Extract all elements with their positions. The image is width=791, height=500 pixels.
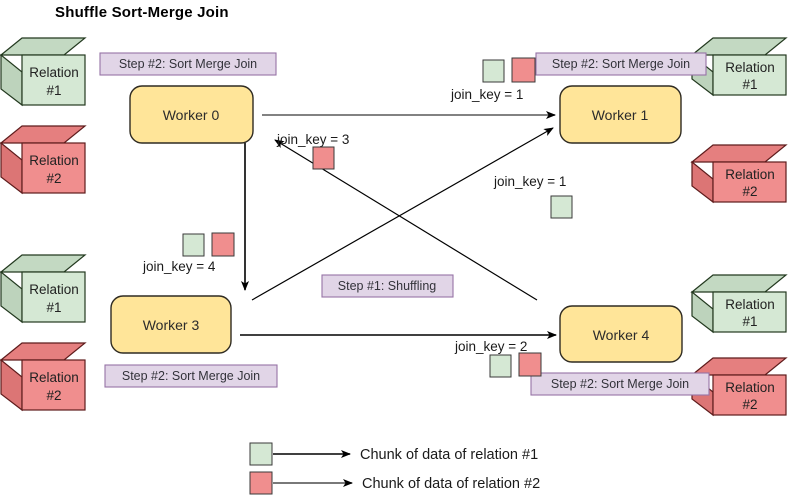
arrow-diagonal-to-worker1 (251, 127, 554, 301)
relation-label-line2: #2 (742, 397, 757, 412)
join-key-1-top: join_key = 1 (450, 57, 536, 102)
relation-2-right-bottom: Relation #2 (690, 357, 788, 417)
worker-1[interactable]: Worker 1 (559, 85, 682, 144)
worker-4[interactable]: Worker 4 (559, 305, 683, 363)
legend-swatch-relation-1 (249, 442, 273, 466)
relation-label-line2: #1 (46, 300, 61, 315)
relation-1-left-bottom: Relation #1 (0, 254, 87, 324)
join-key-label: join_key = 3 (276, 132, 349, 147)
step-label-text: Step #1: Shuffling (338, 279, 437, 293)
legend-relation-2: Chunk of data of relation #2 (249, 471, 540, 495)
chunk-relation-1 (182, 233, 205, 257)
relation-label-line1: Relation (725, 380, 775, 395)
step-label-text: Step #2: Sort Merge Join (122, 369, 260, 383)
join-key-3: join_key = 3 (276, 132, 349, 170)
chunk-relation-2 (511, 57, 536, 83)
relation-1-right-bottom: Relation #1 (690, 274, 788, 334)
step-label-text: Step #2: Sort Merge Join (551, 377, 689, 391)
step-label-shuffling: Step #1: Shuffling (321, 274, 454, 298)
step-label-text: Step #2: Sort Merge Join (119, 57, 257, 71)
join-key-label: join_key = 1 (450, 87, 523, 102)
relation-label-line1: Relation (725, 297, 775, 312)
chunk-relation-1 (482, 59, 505, 83)
chunk-relation-2 (211, 232, 235, 257)
relation-2-left-bottom: Relation #2 (0, 342, 87, 412)
relation-label-line2: #2 (742, 184, 757, 199)
join-key-label: join_key = 4 (142, 259, 216, 274)
relation-label-line1: Relation (725, 60, 775, 75)
relation-label-line1: Relation (725, 167, 775, 182)
join-key-label: join_key = 2 (454, 339, 527, 354)
join-key-label: join_key = 1 (493, 174, 566, 189)
page-title: Shuffle Sort-Merge Join (55, 4, 229, 21)
legend-label-relation-1: Chunk of data of relation #1 (360, 447, 538, 463)
chunk-relation-1 (550, 195, 573, 219)
relation-2-left-top: Relation #2 (0, 125, 87, 195)
relation-label-line1: Relation (29, 282, 79, 297)
worker-label: Worker 0 (163, 107, 220, 123)
worker-label: Worker 1 (592, 107, 649, 123)
step-label-worker-1: Step #2: Sort Merge Join (535, 52, 707, 76)
step-label-text: Step #2: Sort Merge Join (552, 57, 690, 71)
chunk-relation-2 (518, 352, 542, 377)
worker-label: Worker 3 (143, 317, 200, 333)
join-key-1-mid: join_key = 1 (493, 174, 573, 219)
relation-label-line1: Relation (29, 65, 79, 80)
legend-label-relation-2: Chunk of data of relation #2 (362, 476, 540, 492)
join-key-2: join_key = 2 (454, 339, 542, 378)
relation-label-line2: #1 (742, 77, 757, 92)
worker-3[interactable]: Worker 3 (110, 295, 232, 354)
legend-relation-1: Chunk of data of relation #1 (249, 442, 538, 466)
relation-1-left-top: Relation #1 (0, 37, 87, 107)
worker-label: Worker 4 (593, 327, 650, 343)
chunk-relation-2 (312, 146, 335, 170)
relation-label-line1: Relation (29, 370, 79, 385)
relation-2-right-top: Relation #2 (690, 144, 788, 204)
chunk-relation-1 (489, 354, 512, 378)
legend-swatch-relation-2 (249, 471, 273, 495)
relation-label-line2: #1 (46, 83, 61, 98)
step-label-worker-3: Step #2: Sort Merge Join (104, 364, 278, 388)
relation-label-line1: Relation (29, 153, 79, 168)
join-key-4: join_key = 4 (142, 232, 235, 274)
step-label-worker-0: Step #2: Sort Merge Join (99, 52, 277, 76)
step-label-worker-4: Step #2: Sort Merge Join (530, 372, 710, 396)
relation-label-line2: #1 (742, 314, 757, 329)
worker-0[interactable]: Worker 0 (129, 85, 254, 144)
relation-label-line2: #2 (46, 171, 61, 186)
relation-label-line2: #2 (46, 388, 61, 403)
